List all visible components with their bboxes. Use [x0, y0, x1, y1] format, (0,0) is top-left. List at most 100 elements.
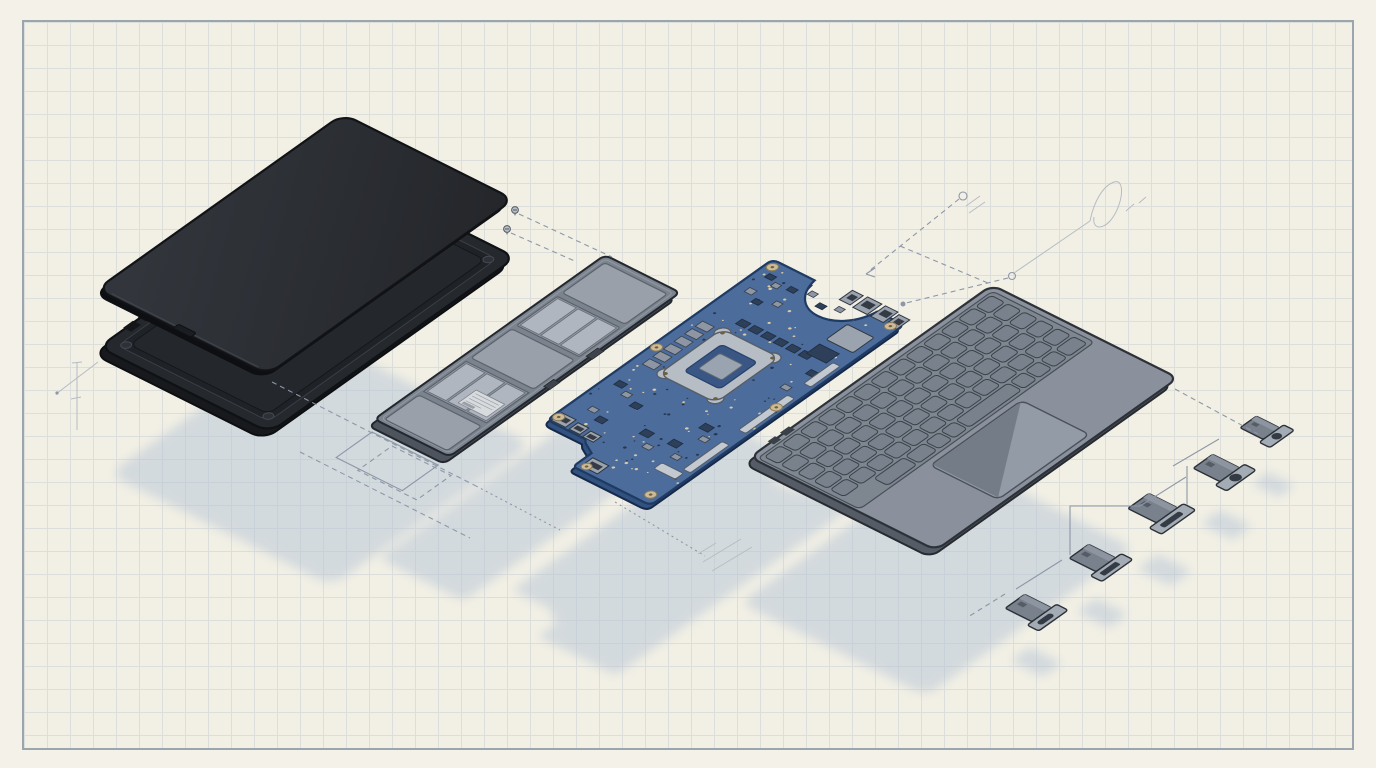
keyboard-key: [1025, 320, 1054, 338]
solder-dot: [763, 400, 767, 402]
keyboard-key: [1040, 351, 1067, 367]
solder-dot: [686, 397, 689, 399]
solder-dot: [635, 365, 639, 367]
solder-dot: [712, 312, 717, 315]
keyboard-key: [991, 324, 1020, 342]
solder-dot: [611, 466, 616, 469]
case-screw-boss: [481, 255, 496, 264]
solder-dot: [606, 411, 609, 413]
solder-dot: [662, 366, 665, 368]
keyboard-key: [815, 450, 844, 468]
keyboard-key: [920, 374, 949, 392]
keyboard-key: [814, 470, 843, 488]
keyboard-key: [955, 370, 984, 388]
solder-dot: [790, 381, 793, 383]
solder-dot: [602, 441, 605, 444]
solder-dot: [690, 324, 694, 326]
keyboard-deck: [739, 284, 1181, 558]
solder-dot: [677, 451, 680, 453]
solder-dot: [629, 388, 632, 390]
keyboard-key: [1025, 362, 1052, 378]
frame-panel: [471, 329, 574, 389]
case-screw-boss: [261, 411, 276, 420]
keyboard-key: [939, 341, 968, 359]
keyboard-key: [852, 383, 881, 401]
solder-dot: [702, 338, 706, 341]
ram-chips: [642, 321, 714, 370]
battery-connector-tab: [586, 348, 604, 359]
solder-dot: [717, 425, 721, 428]
annotation-layer: [55, 182, 1258, 617]
solder-dot: [657, 444, 661, 447]
keyboard-key: [832, 437, 861, 455]
keyboard-key: [919, 395, 948, 413]
dotted-trail: [615, 502, 705, 556]
solder-dot: [615, 459, 618, 462]
keyboard-key: [956, 383, 1022, 427]
keyboard-key: [816, 429, 845, 447]
keyboard-key: [831, 458, 860, 476]
solder-dot: [622, 446, 627, 449]
hatch-ticks: [698, 539, 752, 571]
solder-dot: [667, 413, 671, 416]
solder-dot: [789, 363, 792, 366]
solder-dot: [653, 393, 657, 395]
port-shadow: [1077, 598, 1127, 628]
keyboard-key: [974, 316, 1003, 334]
keyboard-key: [938, 362, 967, 380]
solder-dot: [801, 343, 804, 346]
keyboard-key: [976, 295, 1005, 313]
keyboard-key: [870, 371, 899, 389]
keyboard-key: [940, 320, 969, 338]
solder-dot: [742, 333, 747, 336]
keyboard-key: [1008, 312, 1037, 330]
screw-icon: [503, 225, 511, 235]
sketch-squiggle: [1090, 182, 1122, 227]
solder-dot: [751, 278, 756, 281]
keyboard-key: [800, 421, 829, 439]
keyboard-key: [905, 443, 937, 463]
solder-dot: [831, 300, 834, 303]
keyboard-key: [957, 329, 986, 347]
keyboard-key: [972, 358, 1001, 376]
alignment-box: [336, 432, 438, 491]
corner-sketch-mark: [55, 362, 98, 430]
battery-cell-group: [517, 296, 620, 356]
keyboard-key: [925, 433, 952, 449]
keyboard-key: [989, 366, 1018, 384]
screw-leader-line: [511, 233, 577, 262]
solder-dot: [695, 453, 699, 456]
io-connectors: [1000, 416, 1294, 631]
solder-dot: [707, 413, 709, 415]
solder-dot: [762, 273, 766, 276]
leader-line: [868, 199, 959, 272]
keyboard-ribbon-connector: [654, 463, 684, 480]
solder-dot: [597, 388, 600, 390]
keyboard-shadow: [746, 458, 1128, 693]
solder-dot: [642, 391, 645, 394]
solder-dot: [767, 321, 771, 324]
jack-opening: [1229, 473, 1242, 482]
keyboard-key: [868, 412, 897, 430]
solder-dot: [729, 406, 733, 409]
solder-dot: [651, 460, 655, 463]
keyboard-key: [1055, 337, 1087, 357]
solder-dot: [643, 425, 646, 427]
keyboard-key: [973, 337, 1002, 355]
solder-dot: [713, 433, 718, 436]
chip: [736, 319, 814, 359]
cpu-die: [699, 353, 743, 380]
solder-dot: [768, 287, 773, 291]
alignment-guide: [272, 382, 476, 486]
motherboard: [514, 258, 915, 512]
usb-c-slot: [1037, 613, 1054, 625]
display-slot: [1160, 511, 1184, 528]
side-port-slot: [779, 426, 796, 436]
keyboard-key: [817, 408, 846, 426]
solder-dot: [633, 454, 638, 457]
keyboard-key: [851, 404, 880, 422]
solder-dot: [768, 341, 772, 344]
solder-dot: [603, 432, 606, 434]
